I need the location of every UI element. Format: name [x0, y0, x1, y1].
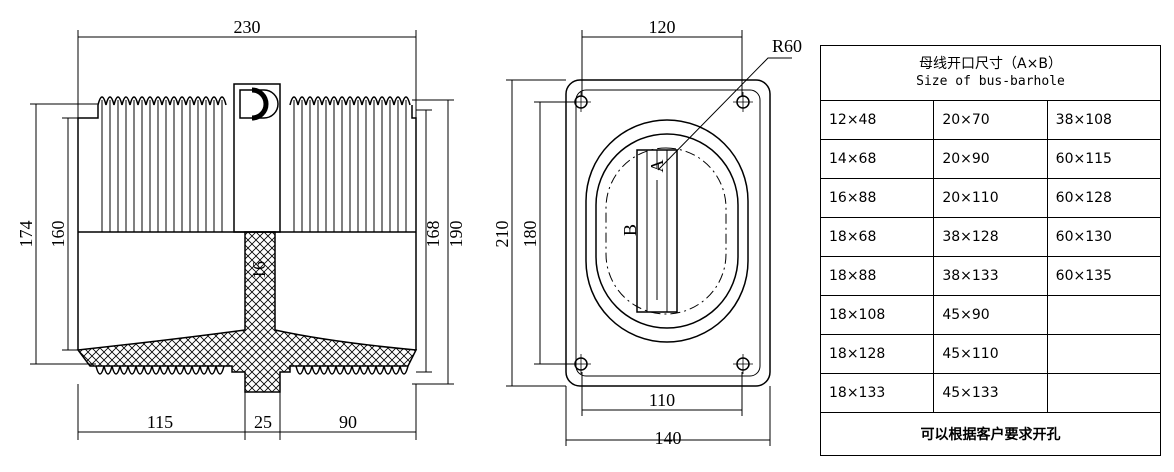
table-cell: 20×90 — [933, 139, 1048, 179]
bellows-ribs — [101, 100, 407, 232]
insulator-middle-ring — [595, 133, 739, 329]
table-footer-row: 可以根据客户要求开孔 — [820, 412, 1161, 456]
table-cell: 18×68 — [819, 217, 935, 257]
table-cell: 38×108 — [1046, 100, 1162, 140]
hatched-section — [76, 231, 418, 393]
dim-overall-height: 210 — [492, 221, 512, 248]
table-cell: 45×110 — [933, 334, 1048, 374]
table-cell: 60×115 — [1046, 139, 1162, 179]
table-cell: 60×130 — [1046, 217, 1162, 257]
bellows-top-edge — [97, 96, 411, 106]
table-cell — [1046, 373, 1162, 413]
table-cell: 38×128 — [933, 217, 1048, 257]
table-cell: 12×48 — [819, 100, 935, 140]
table-title: 母线开口尺寸（A×B） Size of bus-barhole — [820, 45, 1161, 101]
table-cell: 45×133 — [933, 373, 1048, 413]
front-dimension-lines — [506, 30, 792, 446]
table-title-row: 母线开口尺寸（A×B） Size of bus-barhole — [820, 45, 1161, 101]
mounting-plate — [565, 79, 771, 387]
slot-label-b: B — [620, 224, 640, 236]
table-cell: 60×135 — [1046, 256, 1162, 296]
dim-overall-width: 230 — [234, 17, 261, 37]
dim-height-inner-left: 160 — [48, 221, 68, 248]
dim-bottom-left: 115 — [147, 412, 173, 432]
side-view — [30, 30, 454, 440]
front-view — [506, 30, 792, 446]
dim-inner-height: 180 — [520, 221, 540, 248]
table-cell — [1046, 334, 1162, 374]
table-cell: 18×133 — [819, 373, 935, 413]
table-cell: 38×133 — [933, 256, 1048, 296]
table-footer-note: 可以根据客户要求开孔 — [820, 412, 1161, 456]
dim-top-width: 120 — [649, 17, 676, 37]
insulator-inner-ring — [605, 147, 727, 315]
dim-bottom-inner: 110 — [649, 390, 675, 410]
dim-radius: R60 — [772, 36, 802, 56]
table-cell: 16×88 — [819, 178, 935, 218]
table-cell: 20×110 — [933, 178, 1048, 218]
table-cell: 60×128 — [1046, 178, 1162, 218]
dim-height-outer-right: 190 — [446, 221, 466, 248]
dim-bottom-outer: 140 — [655, 428, 682, 448]
plate-inner-edge — [575, 89, 761, 377]
table-cell: 18×128 — [819, 334, 935, 374]
bellows-bottom-edge — [95, 365, 409, 375]
bolt-head — [239, 89, 279, 119]
table-cell: 14×68 — [819, 139, 935, 179]
slot-label-a: A — [647, 160, 667, 173]
dim-bottom-center: 25 — [254, 412, 272, 432]
table-cell: 18×108 — [819, 295, 935, 335]
table-title-cn: 母线开口尺寸（A×B） — [919, 56, 1062, 72]
table-cell: 45×90 — [933, 295, 1048, 335]
table-title-en: Size of bus-barhole — [916, 74, 1065, 89]
insulator-outer-ring — [585, 119, 749, 343]
table-cell — [1046, 295, 1162, 335]
table-cell: 20×70 — [933, 100, 1048, 140]
table-cell: 18×88 — [819, 256, 935, 296]
dim-height-outer-left: 174 — [16, 221, 36, 248]
side-dimension-lines — [30, 30, 454, 440]
dim-height-inner-right: 168 — [423, 221, 443, 248]
dim-rib-thickness: 16 — [249, 261, 269, 279]
dim-bottom-right: 90 — [339, 412, 357, 432]
